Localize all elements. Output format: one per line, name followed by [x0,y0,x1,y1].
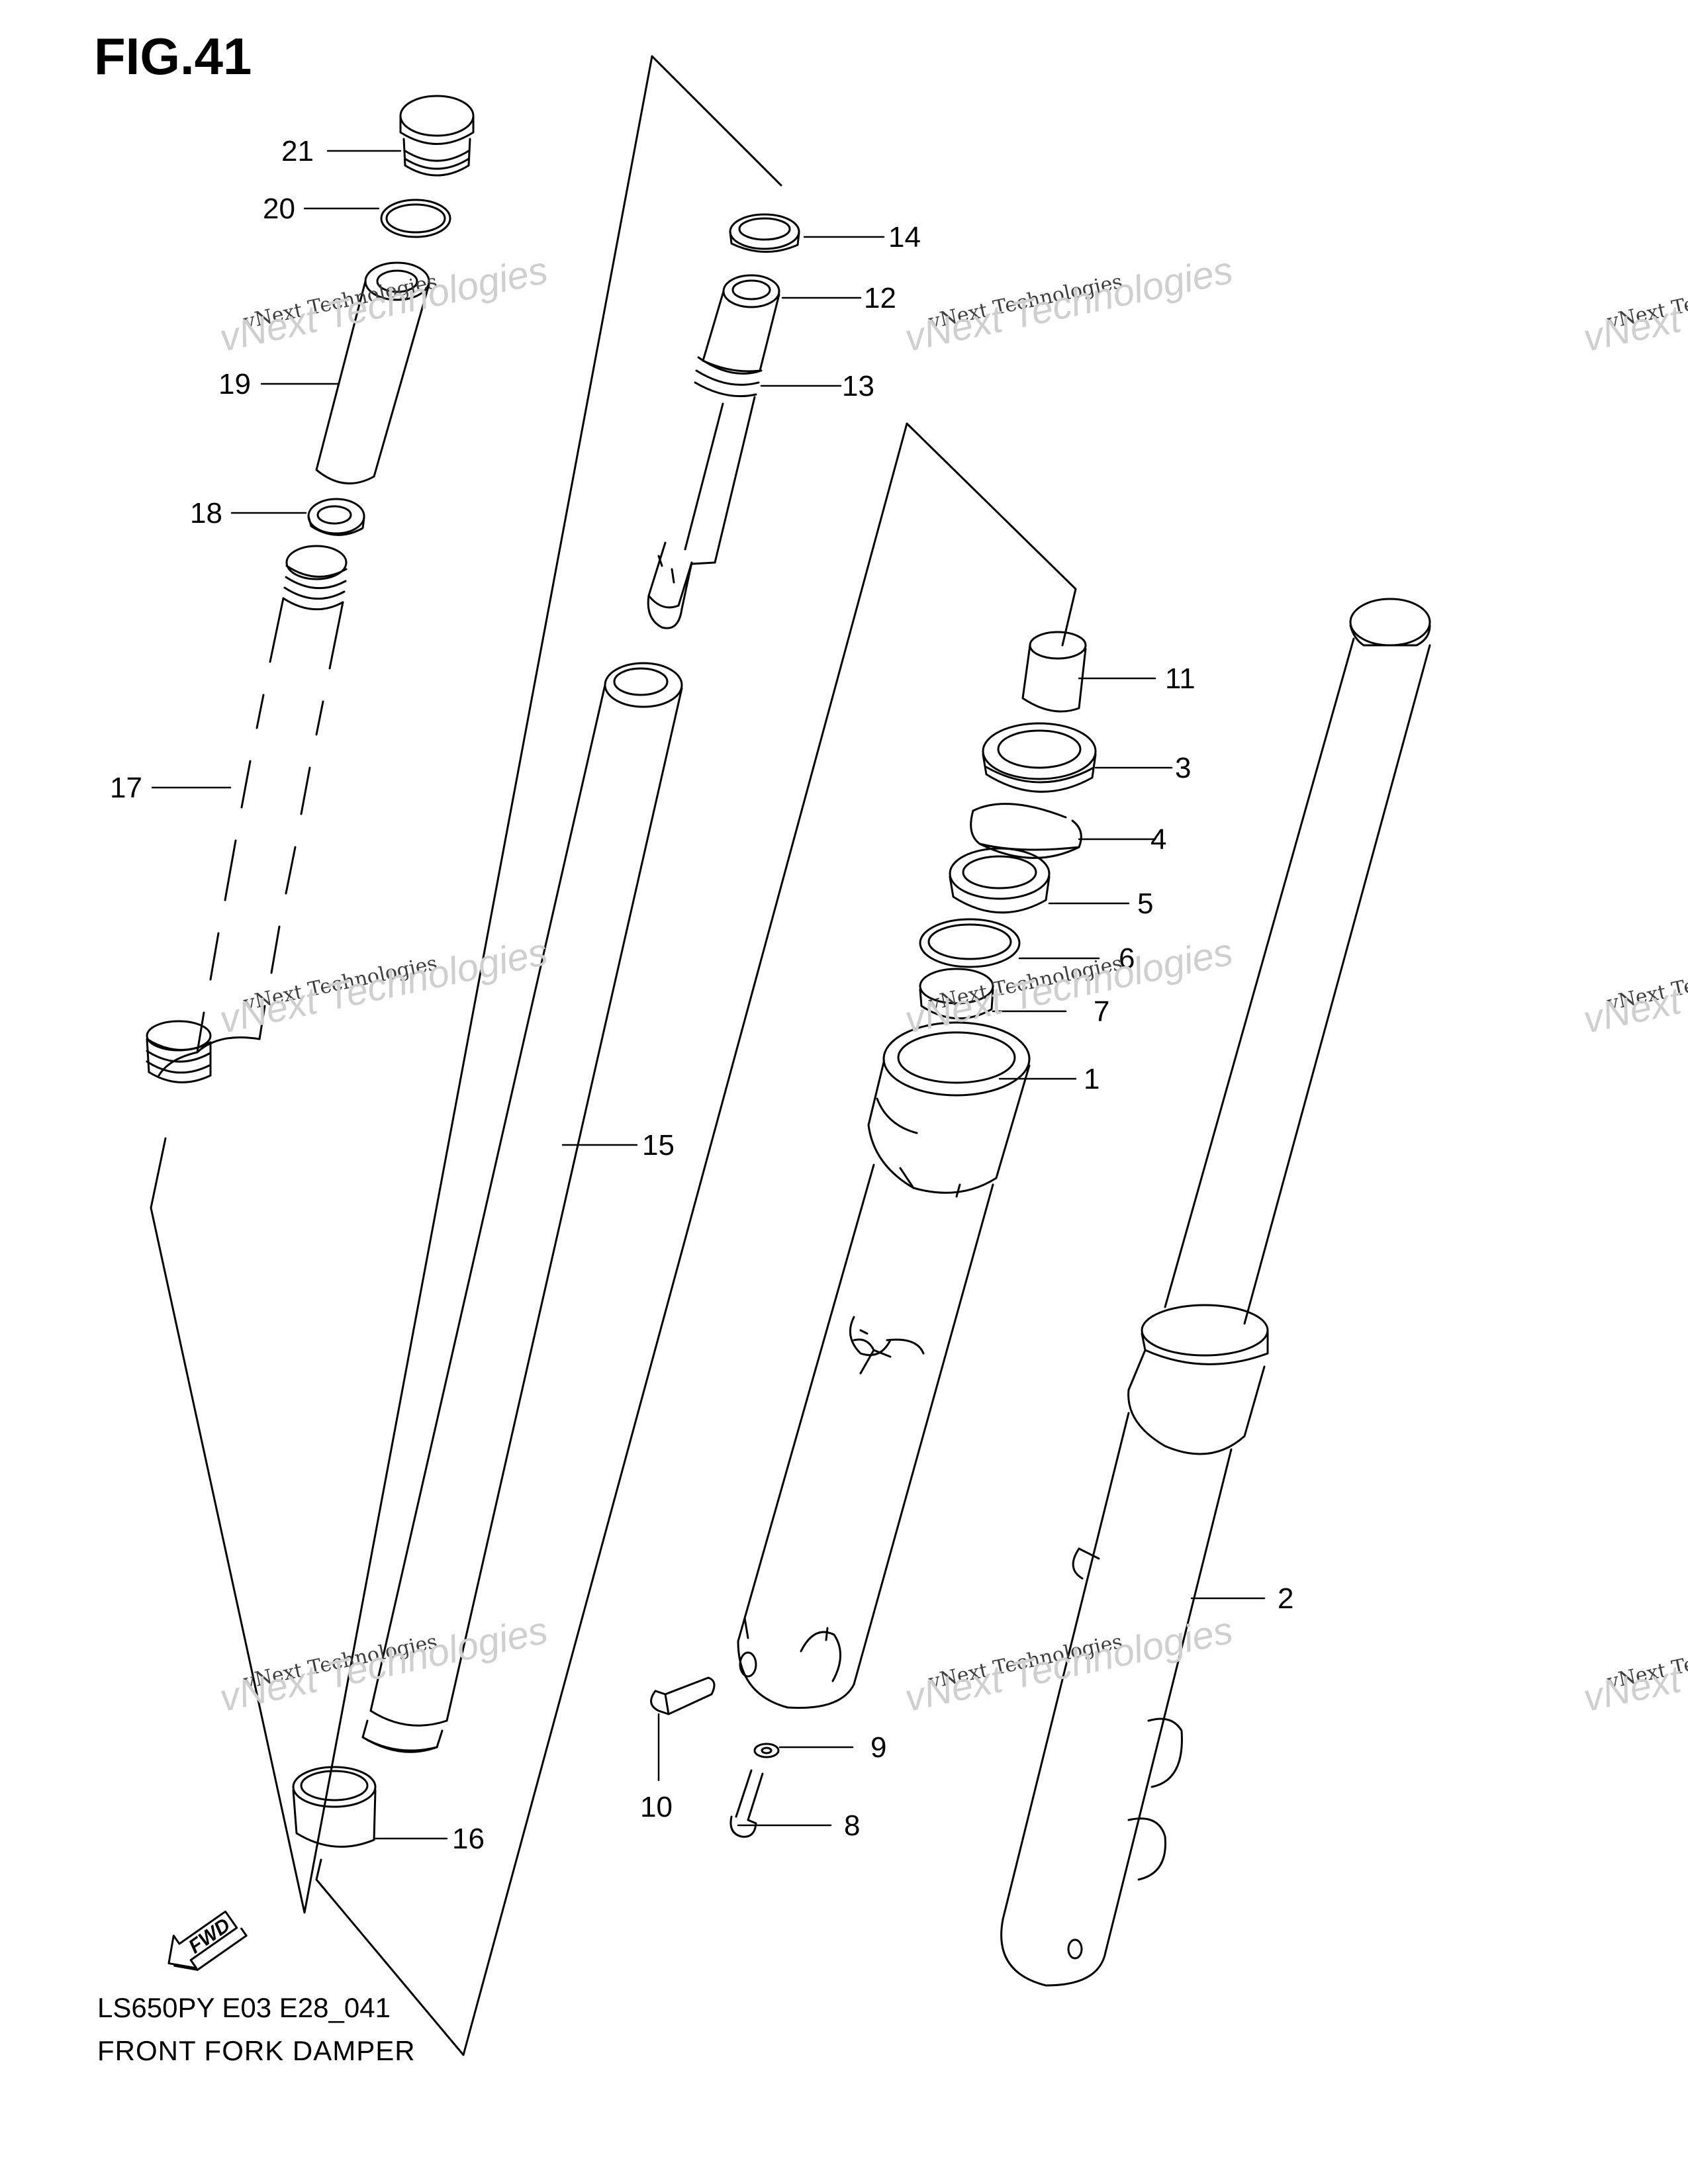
callout-17: 17 [110,772,142,804]
part-8-bolt [729,1769,764,1838]
callout-2: 2 [1278,1582,1293,1615]
part-5-washer [949,847,1051,914]
part-19-spacer [315,261,430,484]
part-20-o-ring [380,199,451,238]
callout-9: 9 [870,1731,886,1764]
part-18-washer [307,498,365,536]
fwd-arrow-icon: FWD [167,1910,248,1971]
callout-13: 13 [842,370,874,402]
part-4-stopper-ring [970,803,1082,859]
part-15-inner-tube [361,662,683,1753]
callout-1: 1 [1084,1063,1100,1095]
group-frame-middle [315,422,1077,2056]
group-frame-left [150,55,782,1914]
callout-8: 8 [844,1809,860,1842]
callout-19: 19 [218,368,251,400]
callout-6: 6 [1119,942,1135,975]
leader-lines [151,150,1266,1840]
part-2-fork-assembly-right [1000,598,1431,1987]
figure-name: FRONT FORK DAMPER [97,2035,416,2066]
part-12-damper-rod [647,274,780,629]
part-14-ring [729,213,800,253]
callout-12: 12 [864,282,896,314]
callout-10: 10 [640,1791,673,1823]
part-7-bushing [919,968,994,1020]
part-3-oil-seal [982,722,1097,793]
part-9-gasket [753,1743,780,1758]
part-17-spring [146,545,348,1083]
part-6-ring [919,918,1021,968]
part-1-outer-tube-left [737,1021,1031,1709]
callout-4: 4 [1150,823,1166,856]
figure-title: FIG.41 [94,27,252,85]
part-11-collar [1021,631,1087,713]
part-16-bushing [292,1766,377,1848]
callout-5: 5 [1137,887,1153,920]
callout-11: 11 [1165,662,1196,695]
callout-18: 18 [190,497,222,529]
callout-16: 16 [452,1823,485,1855]
callout-20: 20 [263,193,295,225]
callout-15: 15 [642,1129,675,1161]
callout-labels: 21 20 19 18 17 14 12 13 11 3 4 5 6 7 1 1… [110,135,1293,1855]
callout-3: 3 [1175,752,1191,784]
model-code: LS650PY E03 E28_041 [97,1992,391,2023]
callout-7: 7 [1094,995,1109,1028]
callout-14: 14 [888,221,921,253]
part-21-cap-bolt [399,95,475,177]
callout-21: 21 [281,135,314,167]
part-10-bolt [650,1676,716,1715]
